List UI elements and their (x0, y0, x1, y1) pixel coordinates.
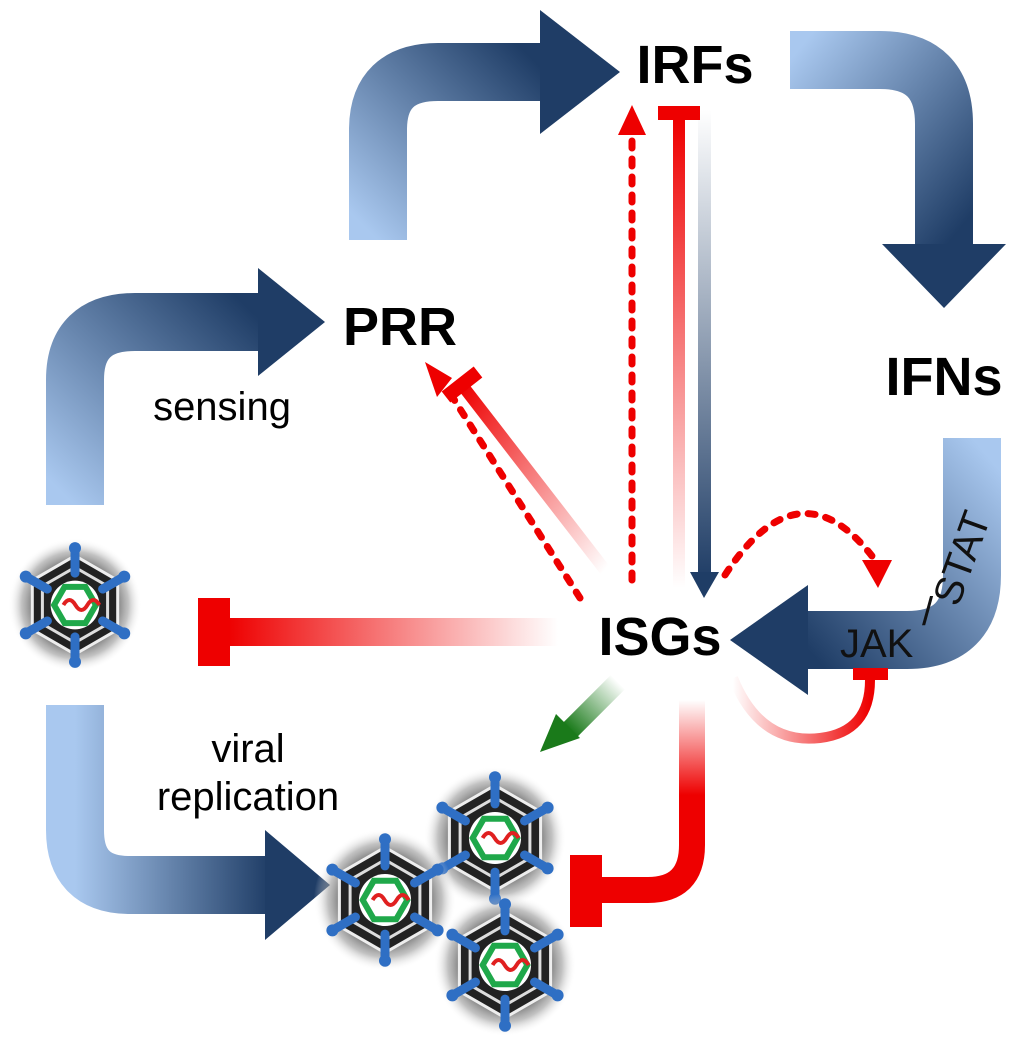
arrow-irfs-to-isgs (690, 110, 719, 598)
arrow-sensing-to-prr (46, 268, 325, 505)
virus-icon-progeny-2 (313, 828, 457, 972)
virus-layer (8, 538, 577, 1037)
virus-icon-progeny-3 (433, 893, 577, 1037)
inhibit-isgs-virus (198, 598, 558, 666)
node-prr: PRR (343, 297, 457, 357)
promote-green-arrow (540, 674, 626, 752)
inhibit-isgs-irfs (658, 106, 700, 588)
inhibit-isgs-jak-loop (728, 668, 888, 744)
dotted-isgs-to-irfs (618, 105, 646, 584)
node-irfs: IRFs (636, 35, 753, 95)
virus-icon-progeny-1 (423, 766, 567, 910)
label-replication: replication (157, 775, 339, 819)
arrow-to-irfs (349, 10, 620, 240)
arrow-jak-stat (730, 438, 1001, 695)
node-ifns: IFNs (885, 347, 1002, 407)
dotted-isgs-to-prr (425, 362, 584, 602)
arrow-viral-replication (46, 705, 330, 940)
label-slash: / (922, 590, 934, 634)
arrow-irfs-to-ifns (790, 31, 1006, 308)
virus-icon-single (8, 538, 142, 672)
node-isgs: ISGs (598, 607, 721, 667)
inhibit-isgs-replication (570, 700, 705, 927)
label-sensing: sensing (153, 385, 291, 429)
inhibit-isgs-prr (441, 366, 610, 574)
label-jak: JAK (840, 622, 914, 666)
label-viral: viral (211, 727, 284, 771)
dotted-isgs-to-jak (721, 510, 892, 588)
